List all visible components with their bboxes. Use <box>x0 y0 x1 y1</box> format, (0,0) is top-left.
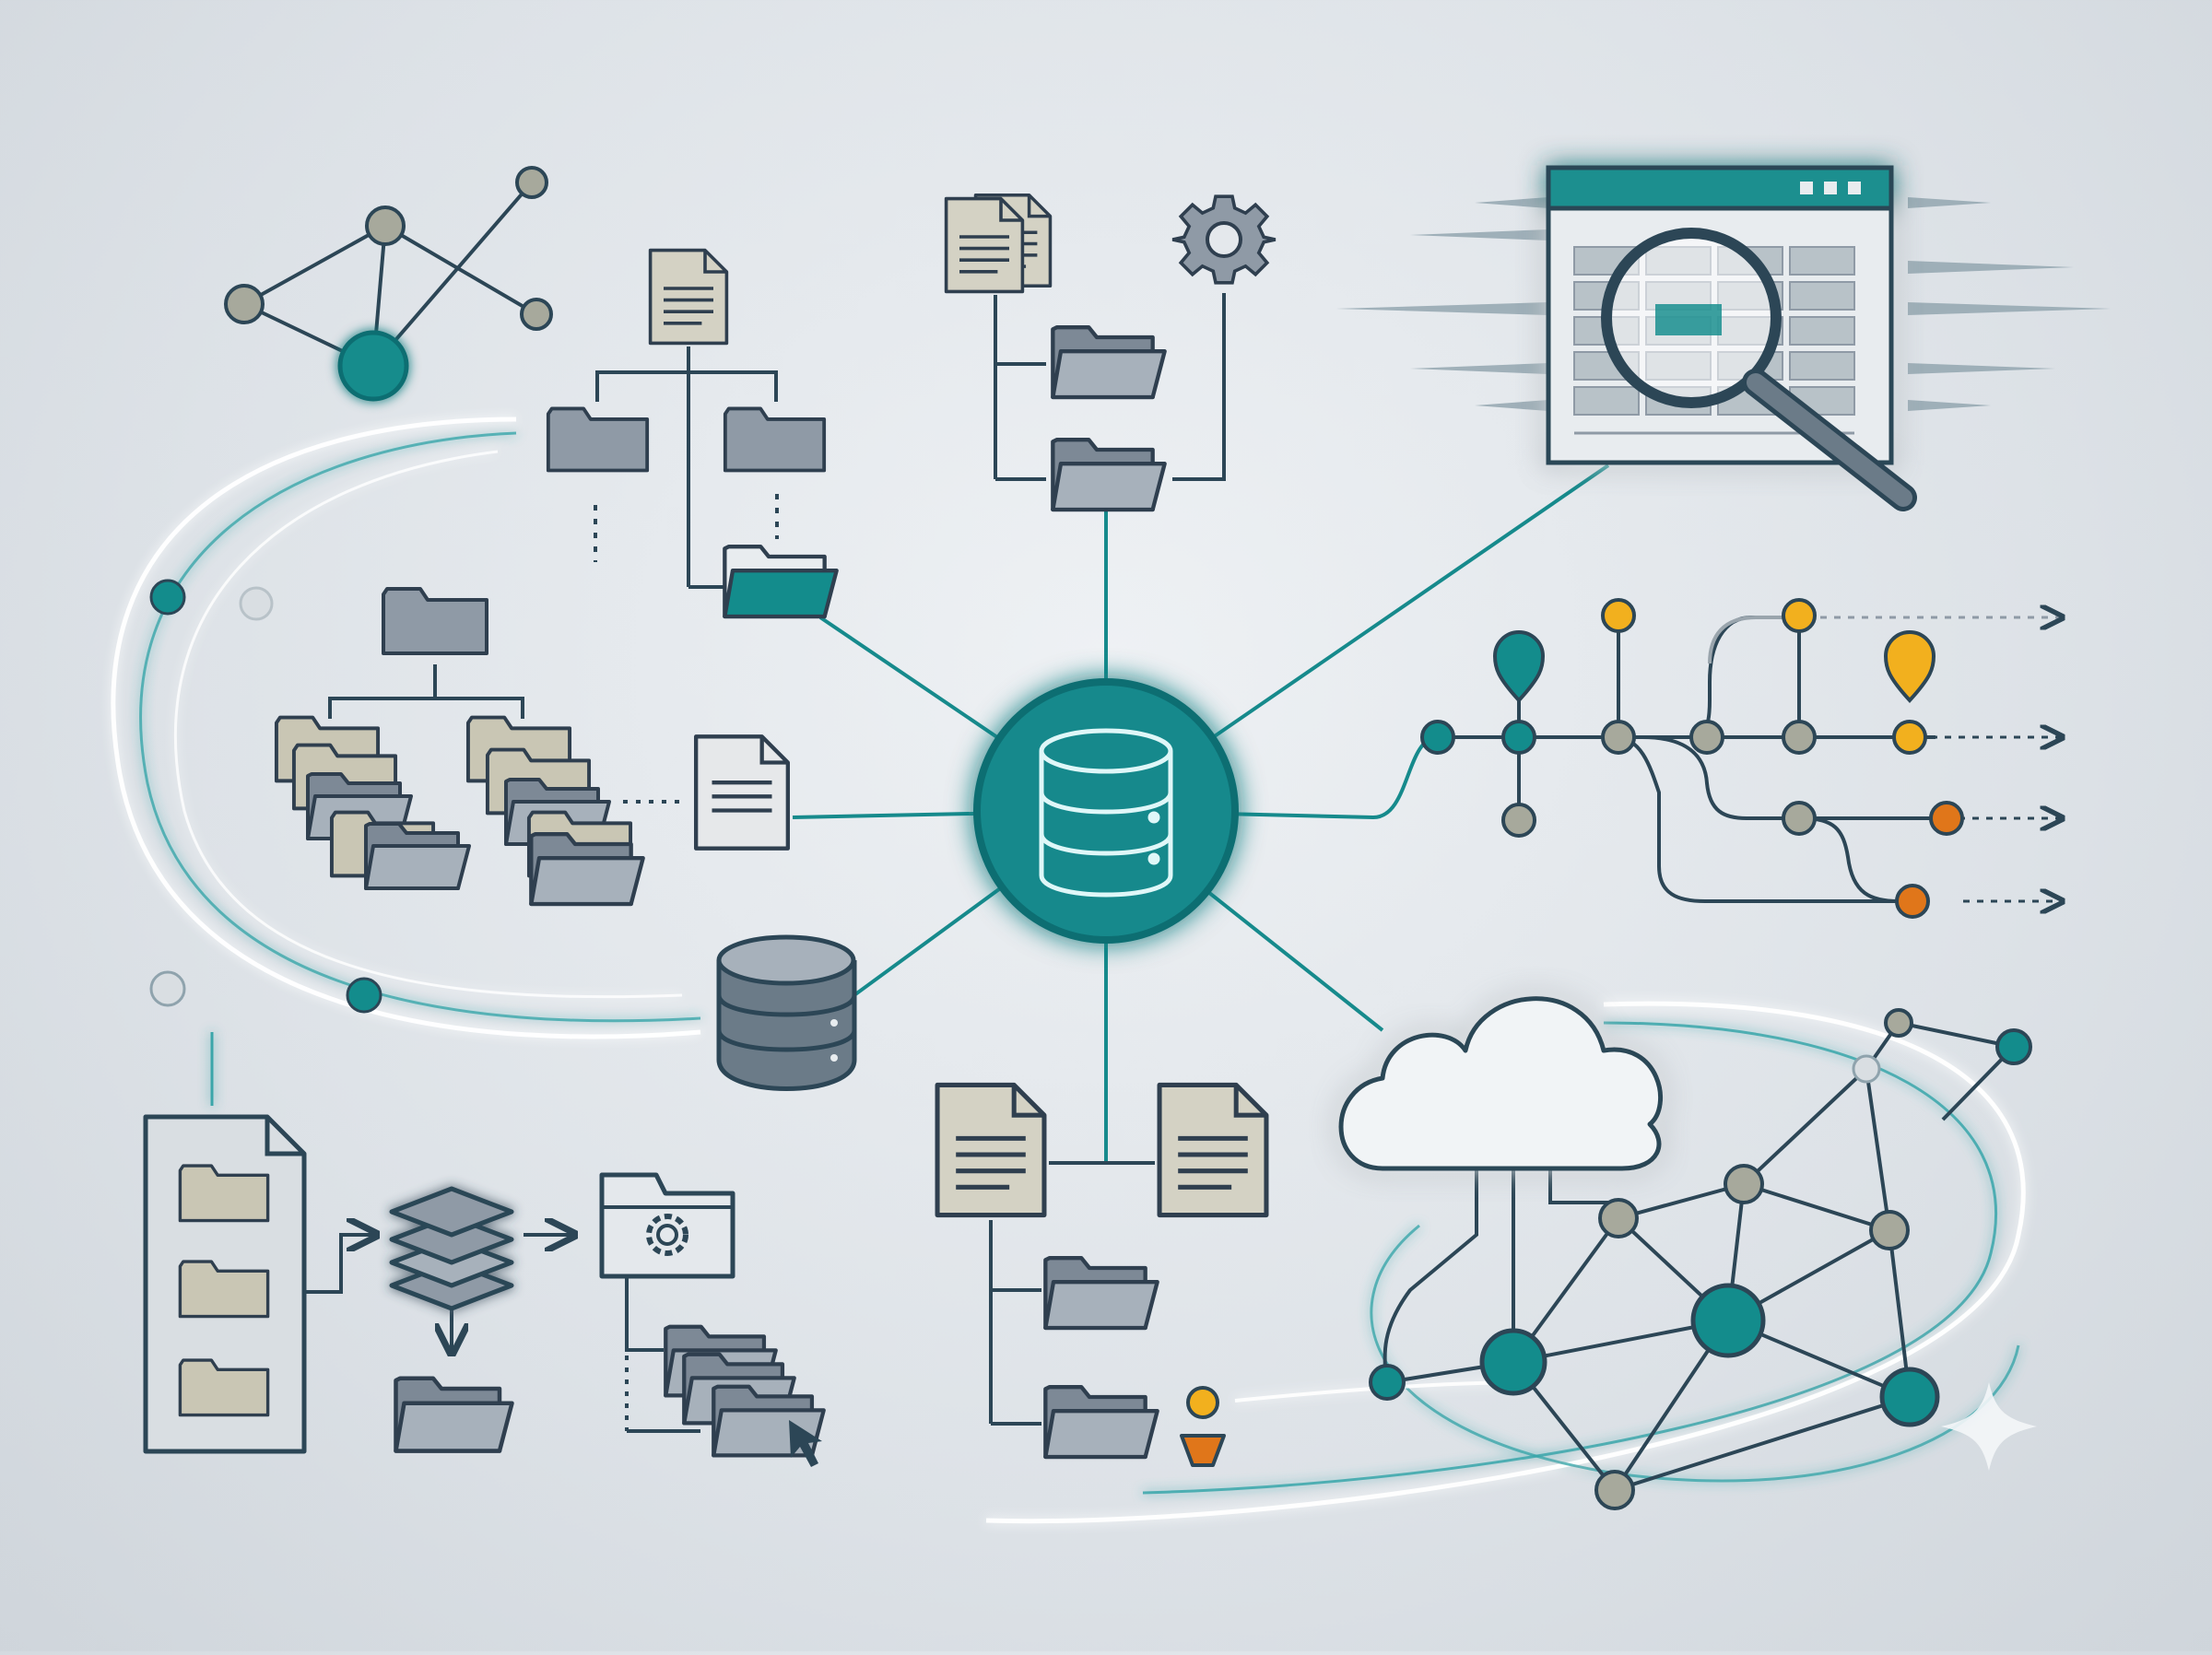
document-icon <box>648 248 729 346</box>
speed-lines <box>1336 197 2111 411</box>
mesh-node <box>1852 1054 1881 1084</box>
cloud-mesh-network[interactable] <box>1338 996 2032 1510</box>
mesh-node <box>1884 1008 1913 1038</box>
folder-open-icon <box>366 824 469 888</box>
folder-open-icon <box>396 1379 512 1451</box>
mesh-node <box>1995 1028 2032 1065</box>
document-folder-tree <box>548 248 837 616</box>
cloud-icon <box>1338 996 1664 1171</box>
database-icon <box>1039 728 1173 898</box>
folder-icon <box>178 1260 270 1319</box>
graph-node <box>515 166 548 199</box>
document-config-tree <box>944 193 1277 510</box>
document-archive-tree <box>937 1085 1266 1467</box>
folder-icon <box>548 408 647 470</box>
left-swoosh-arcs <box>111 417 701 1106</box>
window-control <box>1848 182 1861 194</box>
magnifier-icon <box>1601 228 1917 511</box>
window-control <box>1800 182 1813 194</box>
timeline-node <box>1892 720 1927 755</box>
gear-icon <box>646 1214 688 1256</box>
version-branch-timeline <box>1420 598 2060 919</box>
arc-nodes <box>149 579 382 1014</box>
timeline-node <box>1501 803 1536 838</box>
mesh-node <box>1369 1364 1406 1401</box>
timeline-node <box>1501 720 1536 755</box>
config-folder <box>599 1172 735 1279</box>
cursor-icon <box>789 1420 822 1467</box>
folder-icon <box>178 1164 270 1223</box>
mesh-hub-node <box>1690 1283 1766 1358</box>
document-icon <box>696 736 788 848</box>
mesh-node <box>1594 1470 1635 1510</box>
timeline-node <box>1601 720 1636 755</box>
window-control <box>1824 182 1837 194</box>
arc-node <box>346 977 382 1014</box>
folder-open-icon <box>724 546 836 616</box>
graph-node <box>520 298 553 331</box>
mesh-node <box>1598 1198 1639 1238</box>
mesh-hub-node <box>1879 1367 1940 1427</box>
mesh-node <box>1724 1164 1764 1204</box>
folder-pipeline <box>143 1114 824 1467</box>
timeline-node <box>1601 598 1636 633</box>
secondary-database[interactable] <box>716 934 857 1091</box>
gear-icon <box>1171 194 1277 285</box>
folder-open-icon <box>1045 1387 1157 1457</box>
nested-folder-hierarchy <box>276 589 788 904</box>
location-pin-icon <box>1492 630 1546 703</box>
folder-icon <box>383 589 487 653</box>
arc-node <box>239 586 274 621</box>
document-icon <box>1159 1085 1266 1215</box>
folder-open-icon <box>1053 440 1164 510</box>
timeline-node <box>1782 801 1817 836</box>
timeline-node <box>1689 720 1724 755</box>
sparkle-icon <box>1941 1382 2037 1471</box>
mesh-hub-node <box>1479 1328 1547 1396</box>
folder-open-icon <box>531 834 642 904</box>
timeline-node <box>1782 598 1817 633</box>
mesh-node <box>1869 1210 1910 1250</box>
graph-node <box>224 284 265 324</box>
document-icon <box>937 1085 1044 1215</box>
location-pin-icon <box>1883 630 1936 703</box>
user-marker-icon <box>1180 1386 1226 1467</box>
network-graph-cluster <box>224 166 553 402</box>
timeline-node <box>1420 720 1455 755</box>
graph-node <box>365 205 406 246</box>
timeline-node <box>1782 720 1817 755</box>
central-database-hub[interactable] <box>973 678 1239 944</box>
arc-node <box>149 579 186 616</box>
graph-hub-node <box>337 330 409 402</box>
folder-open-icon <box>1045 1258 1157 1328</box>
timeline-node <box>1895 884 1930 919</box>
document-icon <box>944 196 1025 294</box>
file-list-document <box>143 1114 307 1454</box>
folder-icon <box>178 1358 270 1417</box>
arc-node <box>149 970 186 1007</box>
timeline-node <box>1929 801 1964 836</box>
folder-icon <box>725 408 824 470</box>
layers-icon <box>389 1186 514 1311</box>
web-search-table[interactable] <box>1336 165 2111 511</box>
folder-open-icon <box>1053 327 1164 397</box>
